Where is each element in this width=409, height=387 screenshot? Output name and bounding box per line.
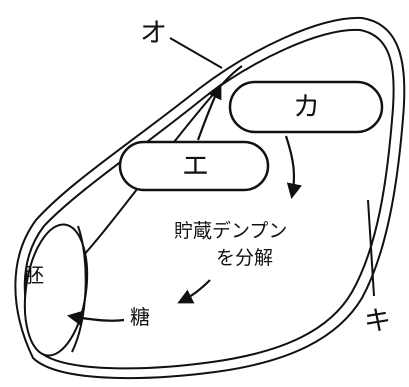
embryo-scutellum bbox=[71, 225, 87, 353]
embryo-label: 胚 bbox=[24, 263, 44, 287]
label-ki: キ bbox=[364, 306, 391, 337]
label-o: オ bbox=[140, 18, 167, 49]
box-ka bbox=[228, 80, 384, 134]
arrow-to-sugar bbox=[177, 279, 211, 304]
leader-line-o bbox=[169, 37, 223, 69]
seed-inner-coat bbox=[23, 28, 395, 370]
seed-outer-coat bbox=[14, 16, 406, 380]
embryo: 胚 bbox=[23, 223, 89, 357]
starch-text-line2: を分解 bbox=[216, 247, 273, 269]
sugar-label: 糖 bbox=[130, 305, 150, 329]
arrow-sugar-to-embryo bbox=[66, 310, 125, 326]
box-e bbox=[118, 140, 270, 192]
arrow-e-to-ka bbox=[196, 83, 222, 141]
leader-line-ki bbox=[367, 199, 375, 297]
arrow-ka-down bbox=[284, 135, 302, 200]
box-ka-label: カ bbox=[293, 92, 320, 123]
aleurone-layer-line bbox=[71, 65, 243, 269]
box-e-label: エ bbox=[182, 151, 209, 182]
starch-text-line1: 貯蔵デンプン bbox=[174, 220, 287, 242]
